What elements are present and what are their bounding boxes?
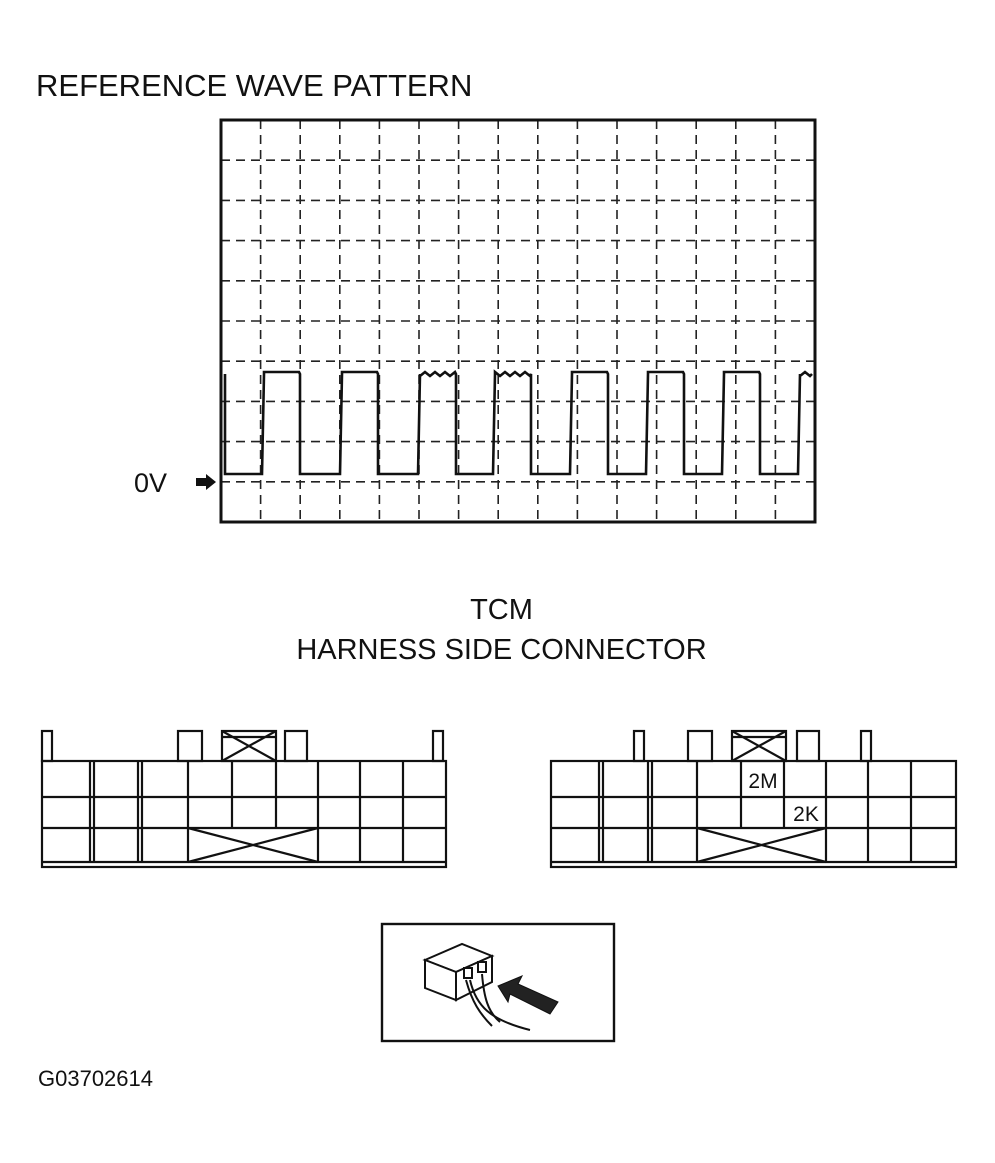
connector-right [549,729,958,869]
terminal-2k-label: 2K [793,803,819,826]
figure-code: G03702614 [38,1066,153,1091]
probe-inset [380,922,616,1043]
insertion-arrow-icon [497,975,559,1015]
reference-waveform [223,369,813,476]
connector-heading: TCM HARNESS SIDE CONNECTOR [0,590,995,670]
connector-left [40,729,448,869]
waveform-title: REFERENCE WAVE PATTERN [36,68,473,103]
connectors: 2M 2K [40,729,958,869]
tcm-label: TCM [470,594,533,626]
terminal-2m-label: 2M [748,770,777,793]
zero-volt-label: 0V [134,468,168,498]
inset-frame [380,922,616,1043]
zero-volt-arrow [196,474,216,490]
connector-probe-icon [422,942,531,1031]
oscilloscope-screen [196,118,817,524]
oscilloscope-grid [221,120,815,522]
oscilloscope-frame [219,118,817,524]
harness-side-connector-label: HARNESS SIDE CONNECTOR [296,634,707,666]
